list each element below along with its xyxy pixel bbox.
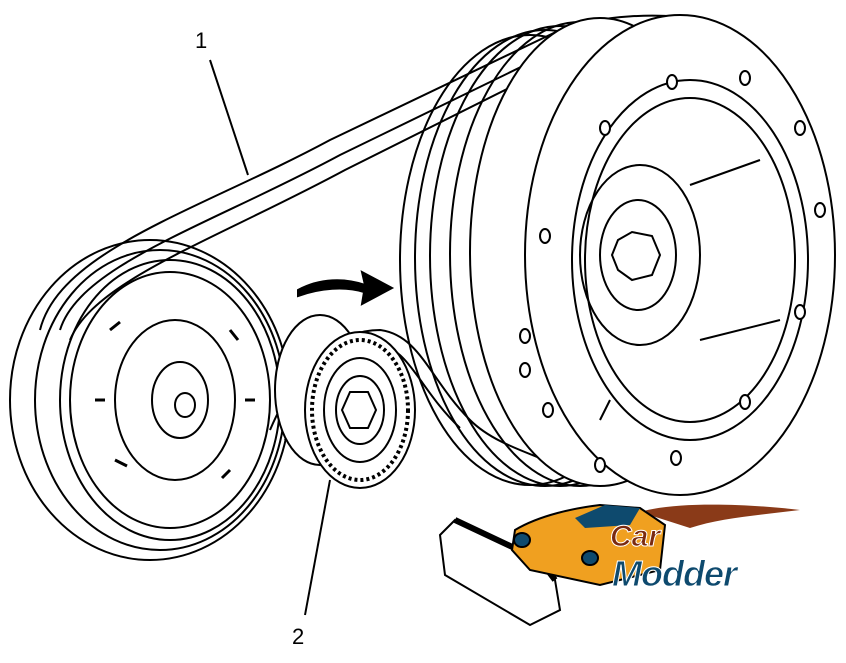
callout-1-leader <box>209 59 249 176</box>
compressor-pulley <box>9 239 291 561</box>
logo-text-car: Car <box>609 520 661 553</box>
callout-label-tensioner: 2 <box>292 624 305 649</box>
rotation-arrow <box>297 270 395 306</box>
tensioner-pulley <box>304 331 416 489</box>
logo-text-modder: Modder <box>612 553 738 594</box>
carmodder-logo-car <box>510 503 800 587</box>
crankshaft-pulley <box>399 14 836 496</box>
callout-2-leader <box>304 479 331 616</box>
callout-label-belt: 1 <box>195 28 208 53</box>
